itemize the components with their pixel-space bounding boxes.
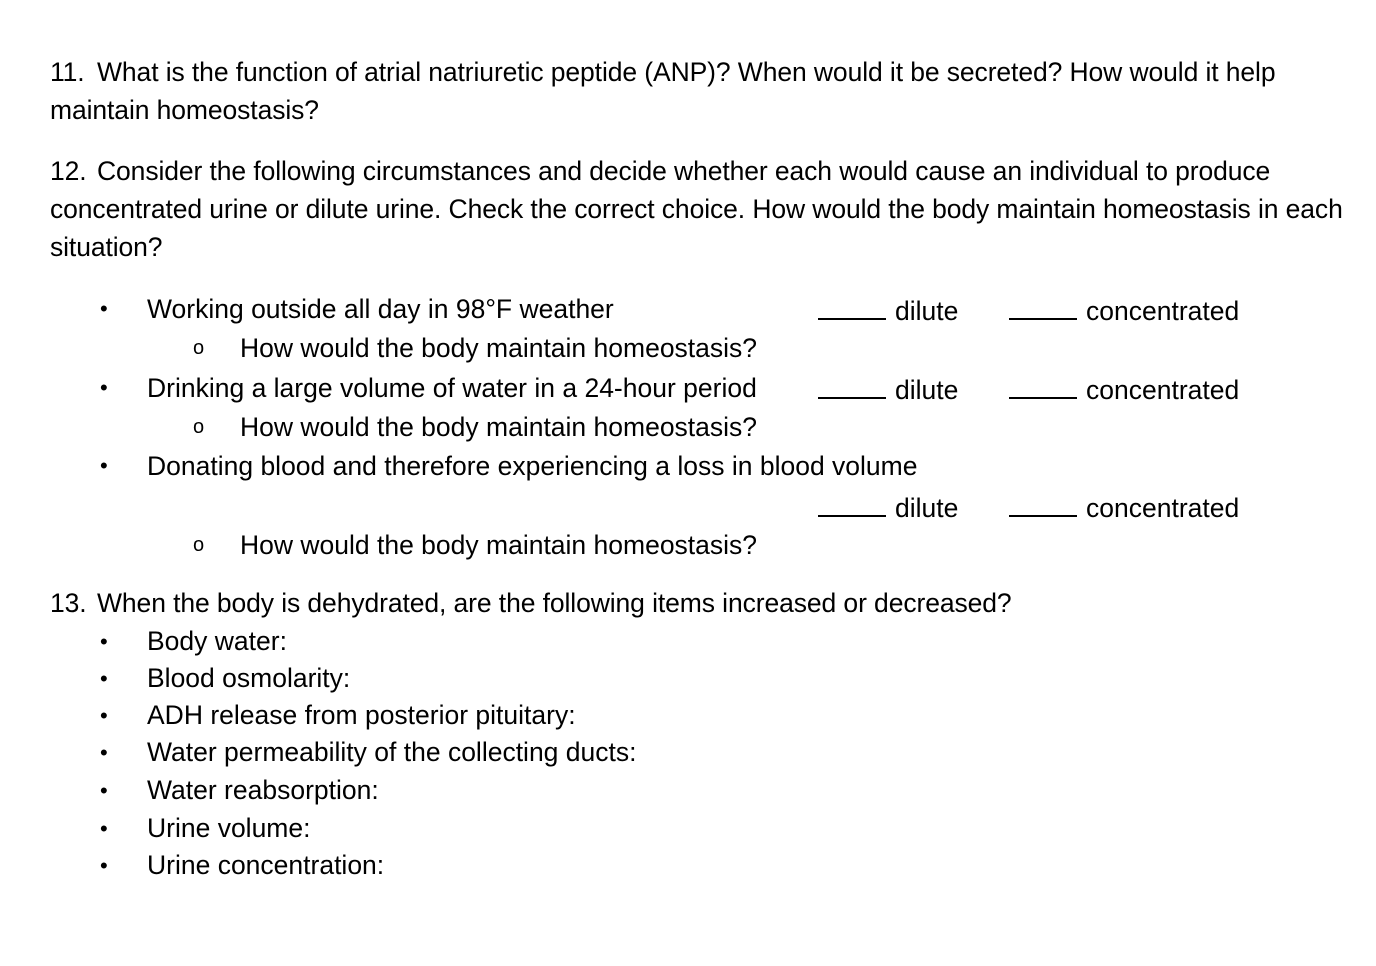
q12-item-2-dilute-choice[interactable]: dilute	[818, 369, 958, 409]
q12-item-2-text: Drinking a large volume of water in a 24…	[147, 373, 757, 403]
bullet-icon: •	[100, 375, 108, 400]
question-12: 12. Consider the following circumstances…	[50, 152, 1376, 266]
choice-label-concentrated: concentrated	[1086, 374, 1240, 405]
answer-blank-dilute[interactable]	[818, 487, 886, 517]
circle-bullet-icon: o	[193, 534, 205, 556]
circle-bullet-icon: o	[193, 416, 205, 438]
q12-item-3-dilute-choice[interactable]: dilute	[818, 487, 958, 527]
q13-item-2-text: Blood osmolarity:	[147, 663, 351, 693]
q12-item-1-subtext: How would the body maintain homeostasis?	[240, 333, 758, 363]
bullet-icon: •	[100, 740, 108, 765]
circle-bullet-icon: o	[193, 337, 205, 359]
q13-item-3-text: ADH release from posterior pituitary:	[147, 700, 576, 730]
bullet-icon: •	[100, 666, 108, 691]
answer-blank-dilute[interactable]	[818, 369, 886, 399]
choice-label-dilute: dilute	[895, 374, 959, 405]
choice-label-dilute: dilute	[895, 492, 959, 523]
choice-label-dilute: dilute	[895, 295, 959, 326]
q12-item-3-text: Donating blood and therefore experiencin…	[147, 451, 918, 481]
bullet-icon: •	[100, 453, 108, 478]
q12-item-1-dilute-choice[interactable]: dilute	[818, 290, 958, 330]
q12-item-2-concentrated-choice[interactable]: concentrated	[1009, 369, 1239, 409]
q12-item-3-concentrated-choice[interactable]: concentrated	[1009, 487, 1239, 527]
question-11-text: What is the function of atrial natriuret…	[50, 57, 1276, 125]
q12-item-3-subtext: How would the body maintain homeostasis?	[240, 530, 758, 560]
choice-label-concentrated: concentrated	[1086, 492, 1240, 523]
question-13-text: When the body is dehydrated, are the fol…	[97, 588, 1012, 618]
question-12-text: Consider the following circumstances and…	[50, 156, 1343, 262]
bullet-icon: •	[100, 296, 108, 321]
question-13: 13. When the body is dehydrated, are the…	[50, 584, 1012, 622]
answer-blank-concentrated[interactable]	[1009, 487, 1077, 517]
q12-item-2-subtext: How would the body maintain homeostasis?	[240, 412, 758, 442]
q12-item-1-concentrated-choice[interactable]: concentrated	[1009, 290, 1239, 330]
choice-label-concentrated: concentrated	[1086, 295, 1240, 326]
q13-item-1-text: Body water:	[147, 626, 287, 656]
answer-blank-concentrated[interactable]	[1009, 369, 1077, 399]
question-12-number: 12.	[50, 156, 87, 186]
bullet-icon: •	[100, 816, 108, 841]
q13-item-6-text: Urine volume:	[147, 813, 311, 843]
bullet-icon: •	[100, 629, 108, 654]
question-11: 11. What is the function of atrial natri…	[50, 53, 1376, 129]
q13-item-4-text: Water permeability of the collecting duc…	[147, 737, 637, 767]
q13-item-7-text: Urine concentration:	[147, 850, 385, 880]
answer-blank-concentrated[interactable]	[1009, 290, 1077, 320]
bullet-icon: •	[100, 778, 108, 803]
q13-item-5-text: Water reabsorption:	[147, 775, 379, 805]
answer-blank-dilute[interactable]	[818, 290, 886, 320]
bullet-icon: •	[100, 703, 108, 728]
question-13-number: 13.	[50, 588, 87, 618]
q12-item-1-text: Working outside all day in 98°F weather	[147, 294, 614, 324]
question-11-number: 11.	[50, 57, 85, 87]
bullet-icon: •	[100, 853, 108, 878]
